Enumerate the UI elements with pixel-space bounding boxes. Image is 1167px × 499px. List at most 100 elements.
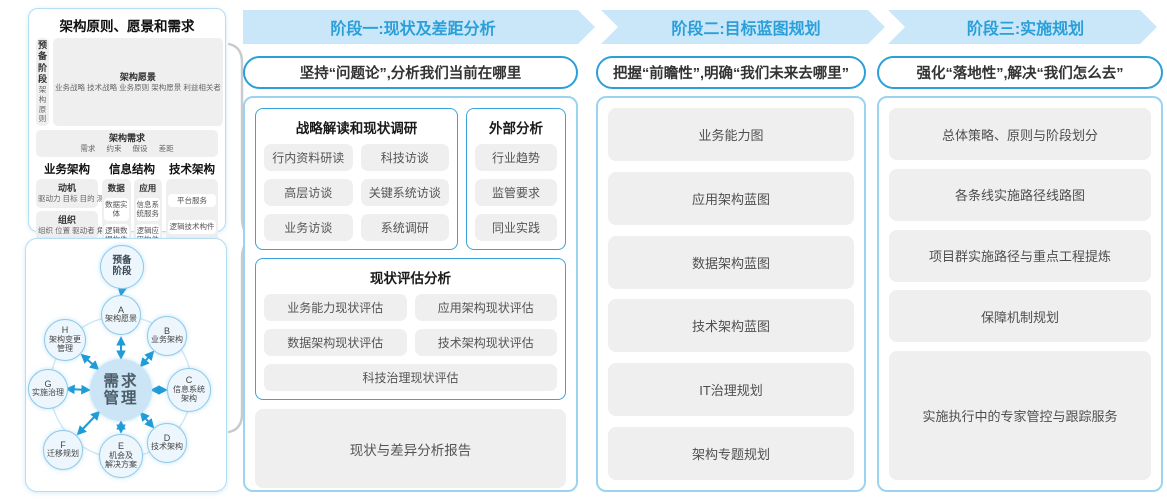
phase2-slogan: 把握“前瞻性”,明确“我们未来去哪里” [596,56,866,89]
external-analysis-group: 外部分析 行业趋势 监管要求 同业实践 [466,108,566,250]
deliverable-box: 保障机制规划 [889,290,1151,343]
motivation-title: 动机 [57,183,76,193]
arrow-center-f [76,410,101,436]
phase2-container: 业务能力图 应用架构蓝图 数据架构蓝图 技术架构蓝图 IT治理规划 架构专题规划 [596,96,866,492]
deliverable-box: 总体策略、原则与阶段划分 [889,108,1151,160]
phase3-banner-label: 阶段三:实施规划 [966,21,1085,38]
assessment-group: 现状评估分析 业务能力现状评估 应用架构现状评估 数据架构现状评估 技术架构现状… [255,258,566,400]
adm-node-label: 架构愿景 [105,314,137,324]
deliverable-box: 各条线实施路径线路图 [889,168,1151,221]
phase2-slogan-text: 把握“前瞻性”,明确“我们未来去哪里” [612,66,850,82]
architecture-requirements-box: 架构需求 需求 约束 假设 差距 [36,130,218,157]
adm-node-a: A 架构愿景 [101,295,141,335]
activity-chip: 科技访谈 [360,144,449,171]
adm-node-preliminary: 预备 阶段 [100,245,144,289]
domain-column-headers: 业务架构 信息结构 技术架构 [36,161,218,177]
data-header: 数据 [107,183,125,193]
deliverable-box: 实施执行中的专家管控与跟踪服务 [889,351,1151,480]
adm-node-g: G 实施治理 [28,369,68,409]
deliverable-box: 架构专题规划 [608,426,854,480]
adm-node-label: 实施治理 [32,388,64,398]
deliverable-box: 项目群实施路径与重点工程提炼 [889,229,1151,282]
phase3-container: 总体策略、原则与阶段划分 各条线实施路径线路图 项目群实施路径与重点工程提炼 保… [877,96,1163,492]
adm-node-id: B [163,325,170,336]
phase3-slogan-text: 强化“落地性”,解决“我们怎么去” [916,66,1124,82]
arrow-center-g [65,384,91,395]
panel-title: 架构原则、愿景和需求 [59,19,195,34]
phase2-banner: 阶段二:目标蓝图规划 [601,10,885,44]
information-structure-header: 信息结构 [109,164,155,176]
adm-node-label: 业务架构 [151,335,183,345]
adm-node-label: 架构变更 管理 [49,334,81,353]
adm-cycle-panel: 预备 阶段 A 架构愿景 B 业务架构 H 架构变更 管理 G 实施治理 C 信… [25,238,227,492]
architecture-vision-box: 架构愿景 业务战略 技术战略 业务原则 架构愿景 利益相关者 [53,38,223,126]
assessment-items: 业务能力现状评估 应用架构现状评估 数据架构现状评估 技术架构现状评估 科技治理… [264,294,557,391]
external-analysis-title: 外部分析 [489,121,543,136]
adm-node-d: D 技术架构 [147,423,187,463]
adm-node-label: 机会及 解决方案 [105,450,137,469]
activity-chip: 关键系统访谈 [360,179,449,206]
adm-node-id: E [117,441,124,452]
activity-chip: 数据架构现状评估 [264,329,407,356]
activity-chip: 技术架构现状评估 [414,329,557,356]
gap-analysis-report-label: 现状与差异分析报告 [349,442,472,458]
adm-node-id: C [185,375,193,386]
arrow-center-d [139,411,155,429]
organization-sub: 组织 位置 驱动者 角色 [38,226,112,236]
deliverable-box: 技术架构蓝图 [608,299,854,353]
activity-chip: 应用架构现状评估 [414,294,557,321]
phase1-slogan-text: 坚持“问题论”,分析我们当前在哪里 [299,66,522,82]
adm-node-f: F 迁移规划 [43,430,83,470]
activity-chip: 监管要求 [475,179,557,206]
data-item: 数据实体 [104,198,129,221]
phase1-top-row: 战略解读和现状调研 行内资料研读 科技访谈 高层访谈 关键系统访谈 业务访谈 系… [255,108,566,250]
business-architecture-header: 业务架构 [44,164,90,176]
activity-chip: 同业实践 [475,214,557,241]
adm-node-label: 信息系统 架构 [173,384,205,403]
activity-chip: 行业趋势 [475,144,557,171]
strategy-research-items: 行内资料研读 科技访谈 高层访谈 关键系统访谈 业务访谈 系统调研 [264,144,449,241]
application-item: 信息系统服务 [135,198,160,221]
architecture-requirements-sub: 需求 约束 假设 差距 [80,144,174,154]
phase3-banner: 阶段三:实施规划 [888,10,1157,44]
architecture-vision-sub: 业务战略 技术战略 业务原则 架构愿景 利益相关者 [55,82,221,92]
preliminary-phase-box: 预备阶段 架构原则 [36,38,50,126]
adm-center-requirements: 需求 管理 [90,359,152,421]
activity-chip: 系统调研 [360,214,449,241]
phase1-slogan: 坚持“问题论”,分析我们当前在哪里 [243,56,578,89]
external-analysis-items: 行业趋势 监管要求 同业实践 [475,144,557,241]
organization-title: 组织 [57,215,76,225]
adm-node-id: D [163,432,171,443]
arrow-center-h [80,353,100,371]
adm-node-id: G [44,378,52,389]
phase2-banner-label: 阶段二:目标蓝图规划 [671,21,821,38]
strategy-research-title: 战略解读和现状调研 [295,121,418,136]
adm-node-label: 预备 阶段 [112,255,132,277]
adm-node-id: A [117,304,124,315]
organization-box: 组织 组织 位置 驱动者 角色 [36,211,112,240]
adm-node-h: H 架构变更 管理 [44,319,86,361]
activity-chip: 行内资料研读 [264,144,353,171]
activity-chip: 高层访谈 [264,179,353,206]
deliverable-box: 业务能力图 [608,108,854,161]
technology-architecture-header: 技术架构 [169,164,215,176]
phase1-banner-label: 阶段一:现状及差距分析 [330,21,496,38]
phase3-slogan: 强化“落地性”,解决“我们怎么去” [877,56,1163,89]
assessment-title: 现状评估分析 [370,271,451,286]
phase1-container: 战略解读和现状调研 行内资料研读 科技访谈 高层访谈 关键系统访谈 业务访谈 系… [243,96,578,492]
activity-chip: 科技治理现状评估 [264,364,557,391]
adm-node-b: B 业务架构 [147,316,187,356]
activity-chip: 业务访谈 [264,214,353,241]
adm-node-label: 技术架构 [151,442,183,452]
technology-item: 平台服务 [168,193,216,208]
architecture-vision-title: 架构愿景 [119,71,156,82]
adm-node-label: 迁移规划 [47,449,79,459]
adm-node-c: C 信息系统 架构 [167,368,211,412]
adm-node-id: H [61,325,69,336]
deliverable-box: 数据架构蓝图 [608,235,854,289]
application-header: 应用 [139,183,157,193]
preliminary-phase-sub: 架构原则 [38,85,47,124]
arrow-center-b [139,350,155,368]
deliverable-box: 应用架构蓝图 [608,171,854,225]
phase1-banner: 阶段一:现状及差距分析 [243,10,595,44]
